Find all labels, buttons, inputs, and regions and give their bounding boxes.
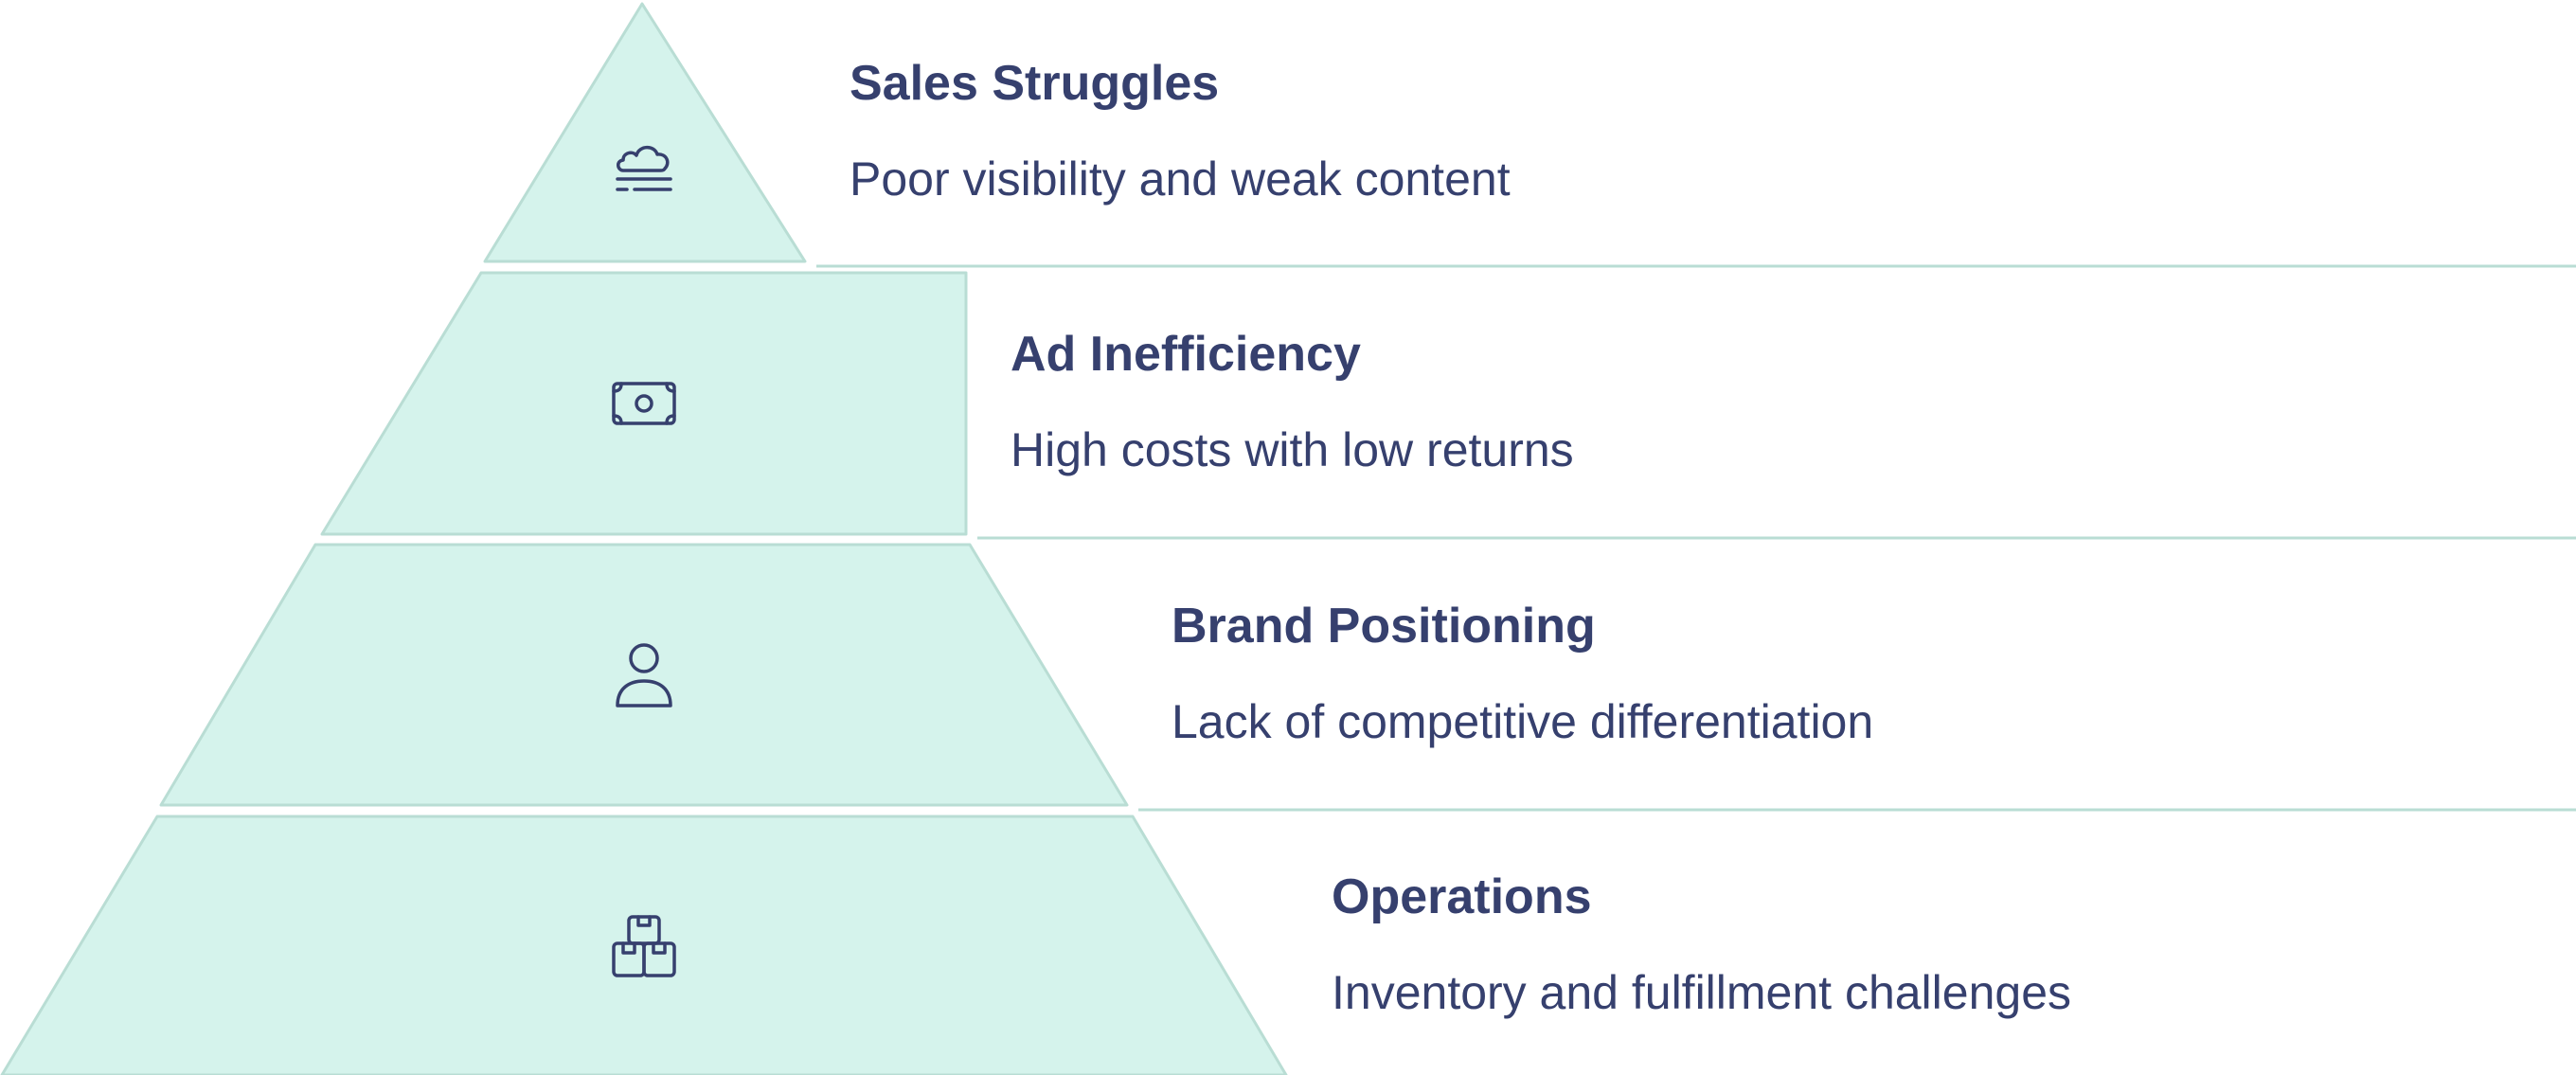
boxes-icon (610, 913, 678, 981)
tier-4-description: Inventory and fulfillment challenges (1332, 966, 2072, 1019)
cloud-fog-icon (610, 133, 678, 201)
tier-2-title: Ad Inefficiency (1011, 327, 1361, 382)
user-icon (610, 641, 678, 709)
tier-3-description: Lack of competitive differentiation (1172, 695, 1874, 748)
pyramid-tier-3-shape (159, 543, 1129, 807)
tier-1-label: Sales Struggles Poor visibility and weak… (850, 53, 1511, 208)
tier-4-title: Operations (1332, 869, 1592, 924)
tier-1-description: Poor visibility and weak content (850, 152, 1511, 206)
banknote-icon (610, 369, 678, 438)
pyramid-tier-1-shape (483, 2, 807, 263)
tier-1-title: Sales Struggles (850, 56, 1220, 111)
tier-3-title: Brand Positioning (1172, 599, 1596, 654)
pyramid-tier-2-shape (320, 271, 968, 536)
tier-3-label: Brand Positioning Lack of competitive di… (1172, 596, 1873, 751)
tier-2-label: Ad Inefficiency High costs with low retu… (1011, 324, 1574, 479)
tier-4-label: Operations Inventory and fulfillment cha… (1332, 867, 2071, 1022)
tier-2-description: High costs with low returns (1011, 423, 1574, 476)
